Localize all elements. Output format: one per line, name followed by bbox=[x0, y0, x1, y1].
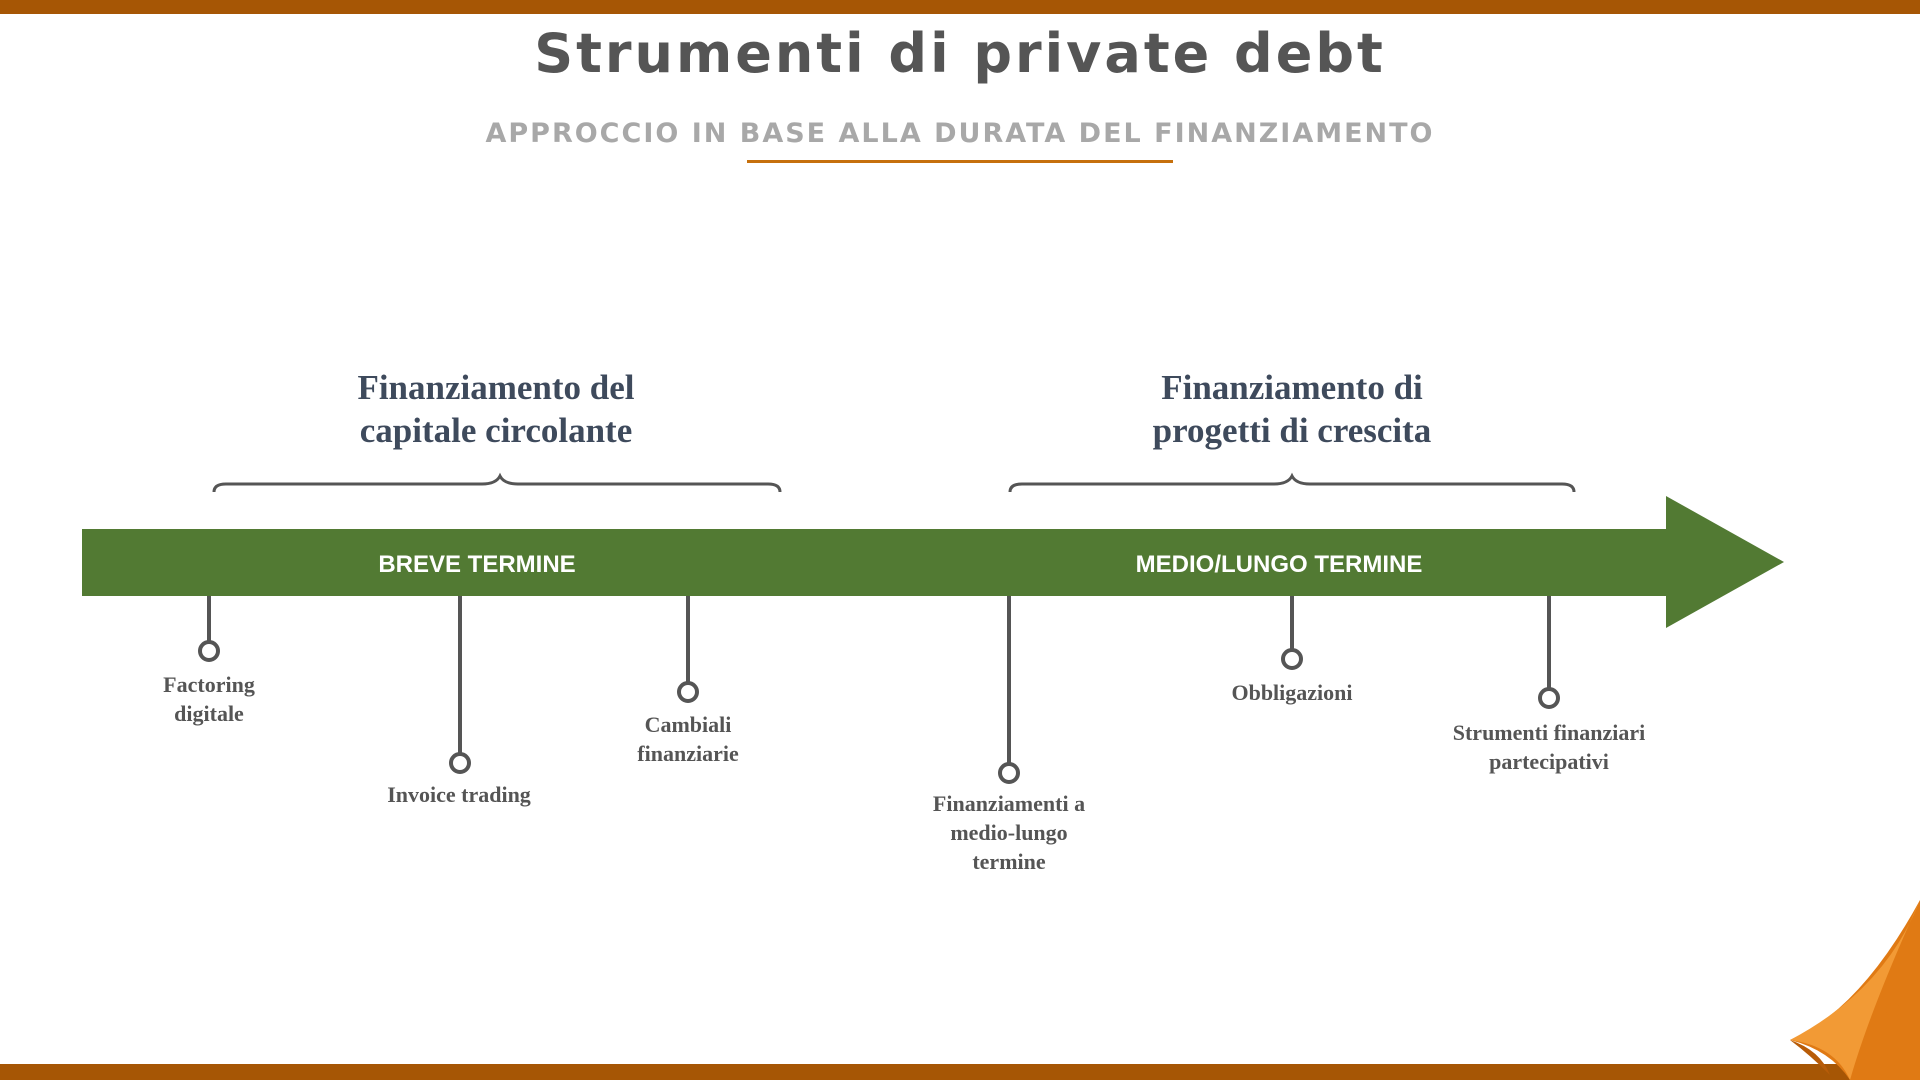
page-curl-info-icon bbox=[1790, 900, 1920, 1080]
page-subtitle: APPROCCIO IN BASE ALLA DURATA DEL FINANZ… bbox=[485, 118, 1435, 149]
subtitle-underline bbox=[747, 160, 1173, 163]
segment-label-long-term: MEDIO/LUNGO TERMINE bbox=[1135, 551, 1423, 578]
group-title-working-capital: Finanziamento del capitale circolante bbox=[216, 366, 776, 452]
group-title-growth-projects-text: Finanziamento di progetti di crescita bbox=[1152, 368, 1432, 450]
connector-obbligazioni bbox=[1281, 596, 1303, 670]
item-cambiali-finanziarie: Cambiali finanziarie bbox=[637, 712, 739, 766]
top-accent-bar bbox=[0, 0, 1920, 14]
connector-factoring bbox=[198, 596, 220, 662]
connector-finanziamenti bbox=[998, 596, 1020, 784]
page-title: Strumenti di private debt bbox=[534, 22, 1386, 85]
brace-short-term bbox=[212, 472, 782, 493]
item-factoring-digitale: Factoring digitale bbox=[163, 672, 255, 726]
timeline-arrow-shaft bbox=[82, 529, 1668, 596]
item-finanziamenti-medio-lungo: Finanziamenti a medio-lungo termine bbox=[932, 791, 1086, 874]
timeline-arrow-head bbox=[1666, 496, 1784, 628]
bottom-accent-bar bbox=[0, 1064, 1920, 1080]
connector-cambiali bbox=[677, 596, 699, 703]
brace-long-term bbox=[1008, 472, 1576, 493]
item-obbligazioni: Obbligazioni bbox=[1231, 680, 1353, 705]
item-strumenti-finanziari-partecipativi: Strumenti finanziari partecipativi bbox=[1452, 720, 1646, 774]
connector-invoice-trading bbox=[449, 596, 471, 774]
group-title-growth-projects: Finanziamento di progetti di crescita bbox=[1012, 366, 1572, 452]
item-invoice-trading: Invoice trading bbox=[387, 782, 531, 807]
segment-label-short-term: BREVE TERMINE bbox=[378, 551, 576, 578]
group-title-working-capital-text: Finanziamento del capitale circolante bbox=[357, 368, 635, 450]
connector-strumenti bbox=[1538, 596, 1560, 709]
